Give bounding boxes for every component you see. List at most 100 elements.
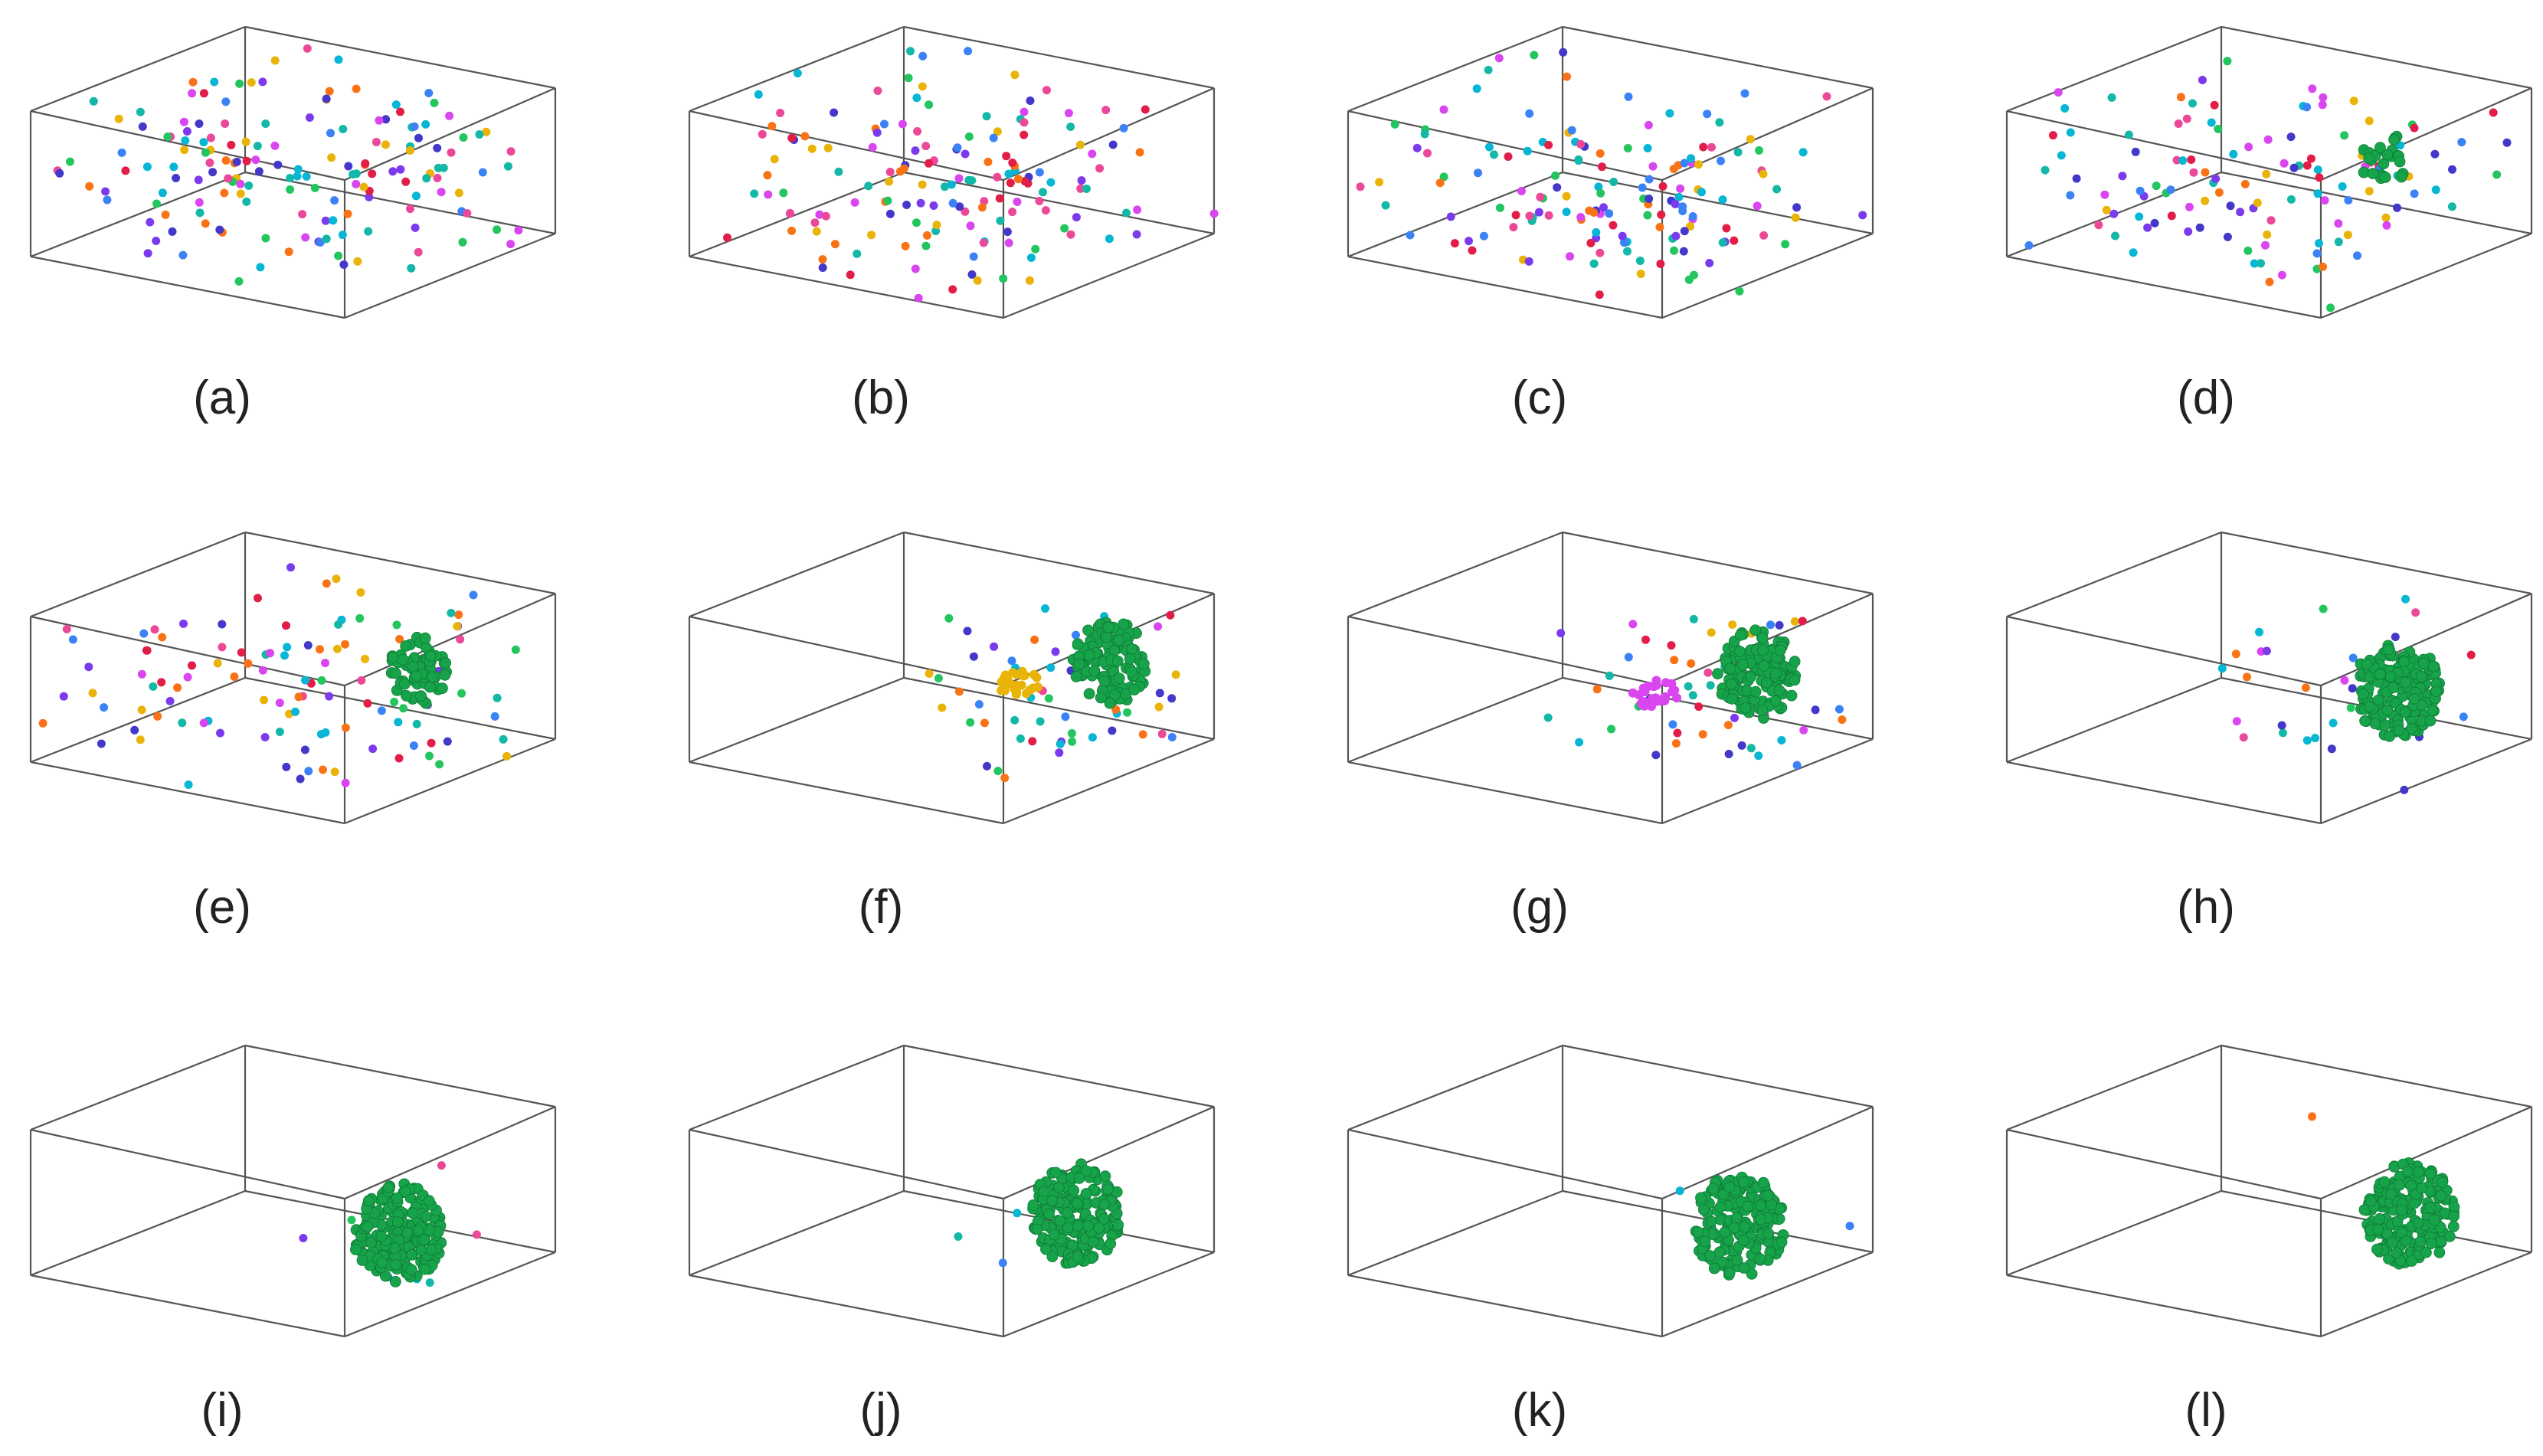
particle: [396, 165, 405, 174]
particle: [2263, 135, 2273, 144]
particle: [2041, 165, 2050, 175]
cluster-particle: [1755, 1213, 1767, 1225]
particle: [846, 270, 855, 280]
panel-f: (f): [688, 531, 1216, 934]
particle: [237, 648, 246, 657]
particle: [1733, 148, 1743, 157]
particle: [236, 179, 245, 188]
cluster-particle: [439, 669, 451, 681]
particle: [1030, 635, 1039, 644]
particle: [901, 241, 910, 250]
particle: [1671, 231, 1681, 240]
particle: [363, 699, 372, 708]
particle: [1704, 668, 1713, 677]
cluster-particle: [1126, 643, 1138, 656]
particle: [1703, 110, 1712, 119]
particle: [1675, 1186, 1684, 1196]
particle: [2277, 721, 2286, 730]
particle: [437, 188, 446, 197]
particle: [270, 141, 280, 150]
particle: [301, 233, 310, 242]
cluster-particle: [415, 1244, 427, 1256]
particle: [1504, 152, 1513, 161]
particle: [482, 127, 491, 136]
particle: [412, 719, 421, 728]
particle: [1718, 238, 1727, 247]
cluster-particle: [425, 1244, 437, 1256]
sub-cluster-particle: [1000, 672, 1010, 682]
cluster-particle: [423, 1195, 435, 1207]
cluster-particle: [387, 651, 399, 663]
particle: [178, 250, 188, 260]
particle: [1544, 140, 1553, 149]
particle: [1566, 252, 1574, 261]
particle: [59, 692, 68, 701]
particle: [1066, 230, 1075, 239]
cluster-particle: [1692, 1226, 1704, 1238]
cluster-particle: [356, 1255, 368, 1266]
cluster-particle: [1726, 692, 1738, 705]
particle: [1046, 178, 1055, 187]
sub-cluster-particle: [1638, 683, 1648, 693]
particle: [357, 676, 366, 685]
particle: [786, 208, 794, 218]
cluster-particle: [1049, 1166, 1062, 1179]
particle: [815, 210, 824, 219]
particle: [152, 199, 161, 208]
particle: [921, 142, 931, 151]
particle: [244, 181, 254, 190]
particle: [1420, 129, 1429, 139]
particle: [1643, 211, 1652, 220]
cluster-particle: [400, 640, 412, 652]
particle: [1446, 212, 1455, 221]
particle: [2466, 650, 2476, 659]
cluster-particle: [1031, 1223, 1043, 1235]
cluster-particle: [2424, 1202, 2437, 1214]
particle: [1598, 162, 1606, 172]
particle: [1624, 653, 1633, 662]
particle: [1007, 656, 1016, 666]
particle: [2319, 93, 2328, 102]
box-edge: [30, 255, 345, 319]
box-edge: [689, 25, 905, 113]
particle: [1665, 109, 1674, 118]
particle: [1068, 737, 1077, 746]
panel-label: (a): [193, 371, 251, 424]
particle: [998, 1258, 1007, 1268]
particle: [995, 194, 1004, 203]
particle: [1551, 171, 1560, 180]
particle: [810, 218, 820, 227]
cluster-particle: [2386, 1236, 2398, 1248]
cluster-particle: [1723, 1181, 1736, 1193]
cluster-particle: [2398, 656, 2410, 668]
particle: [282, 762, 291, 771]
particle: [1044, 694, 1053, 703]
box-edge: [244, 531, 556, 595]
particle: [2217, 664, 2227, 673]
box-edge: [30, 761, 345, 825]
particle: [925, 159, 933, 168]
box-edge: [2320, 232, 2532, 319]
cluster-particle: [1728, 1222, 1740, 1234]
particle: [922, 231, 931, 240]
particle: [353, 257, 362, 266]
particle: [1064, 109, 1073, 118]
particle: [864, 182, 873, 191]
particle: [993, 767, 1003, 776]
sub-cluster-particle: [1651, 680, 1661, 690]
sub-cluster-particle: [1029, 669, 1039, 679]
particle: [1694, 160, 1703, 169]
particle: [232, 157, 241, 166]
particle: [458, 237, 467, 247]
particle: [208, 168, 218, 177]
box-edge: [244, 1044, 556, 1108]
particle: [1524, 257, 1533, 266]
particle: [242, 197, 251, 206]
cluster-particle: [401, 689, 413, 702]
particle: [178, 718, 187, 728]
cluster-particle: [1734, 629, 1746, 641]
particles: [299, 1161, 481, 1287]
particle: [1004, 169, 1013, 178]
particle: [194, 175, 203, 185]
